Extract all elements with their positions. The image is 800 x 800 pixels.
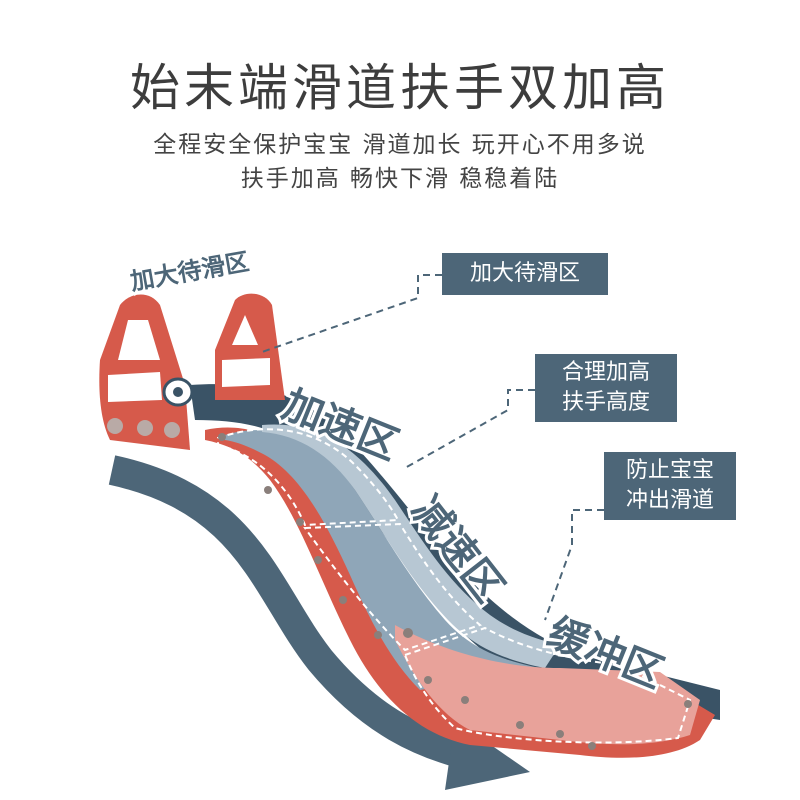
slide-bed	[225, 430, 540, 690]
callout-waiting-area: 加大待滑区	[442, 253, 608, 295]
handrail-right	[215, 293, 285, 400]
callout-handrail-line-1: 合理加高	[561, 360, 650, 385]
screws	[218, 433, 692, 750]
subtitle-line-1: 全程安全保护宝宝 滑道加长 玩开心不用多说	[153, 132, 647, 158]
callout-handrail-line-2: 扶手高度	[561, 390, 650, 415]
callout-guard-line-2: 冲出滑道	[625, 488, 714, 513]
handrail-left	[99, 294, 194, 450]
callout-waiting-area-text: 加大待滑区	[469, 261, 580, 286]
callout-guard-line-1: 防止宝宝	[625, 458, 714, 483]
subtitle-line-2: 扶手加高 畅快下滑 稳稳着陆	[240, 166, 560, 192]
waiting-area-badge: 加大待滑区	[128, 247, 251, 295]
page-title: 始末端滑道扶手双加高	[130, 59, 670, 117]
callout-handrail-height: 合理加高 扶手高度	[535, 354, 677, 422]
callout-guard: 防止宝宝 冲出滑道	[604, 452, 736, 520]
zone-outlines	[217, 428, 692, 744]
landing-area	[395, 625, 700, 745]
slide-bed-light	[262, 424, 560, 668]
callout-pointers	[261, 274, 604, 621]
